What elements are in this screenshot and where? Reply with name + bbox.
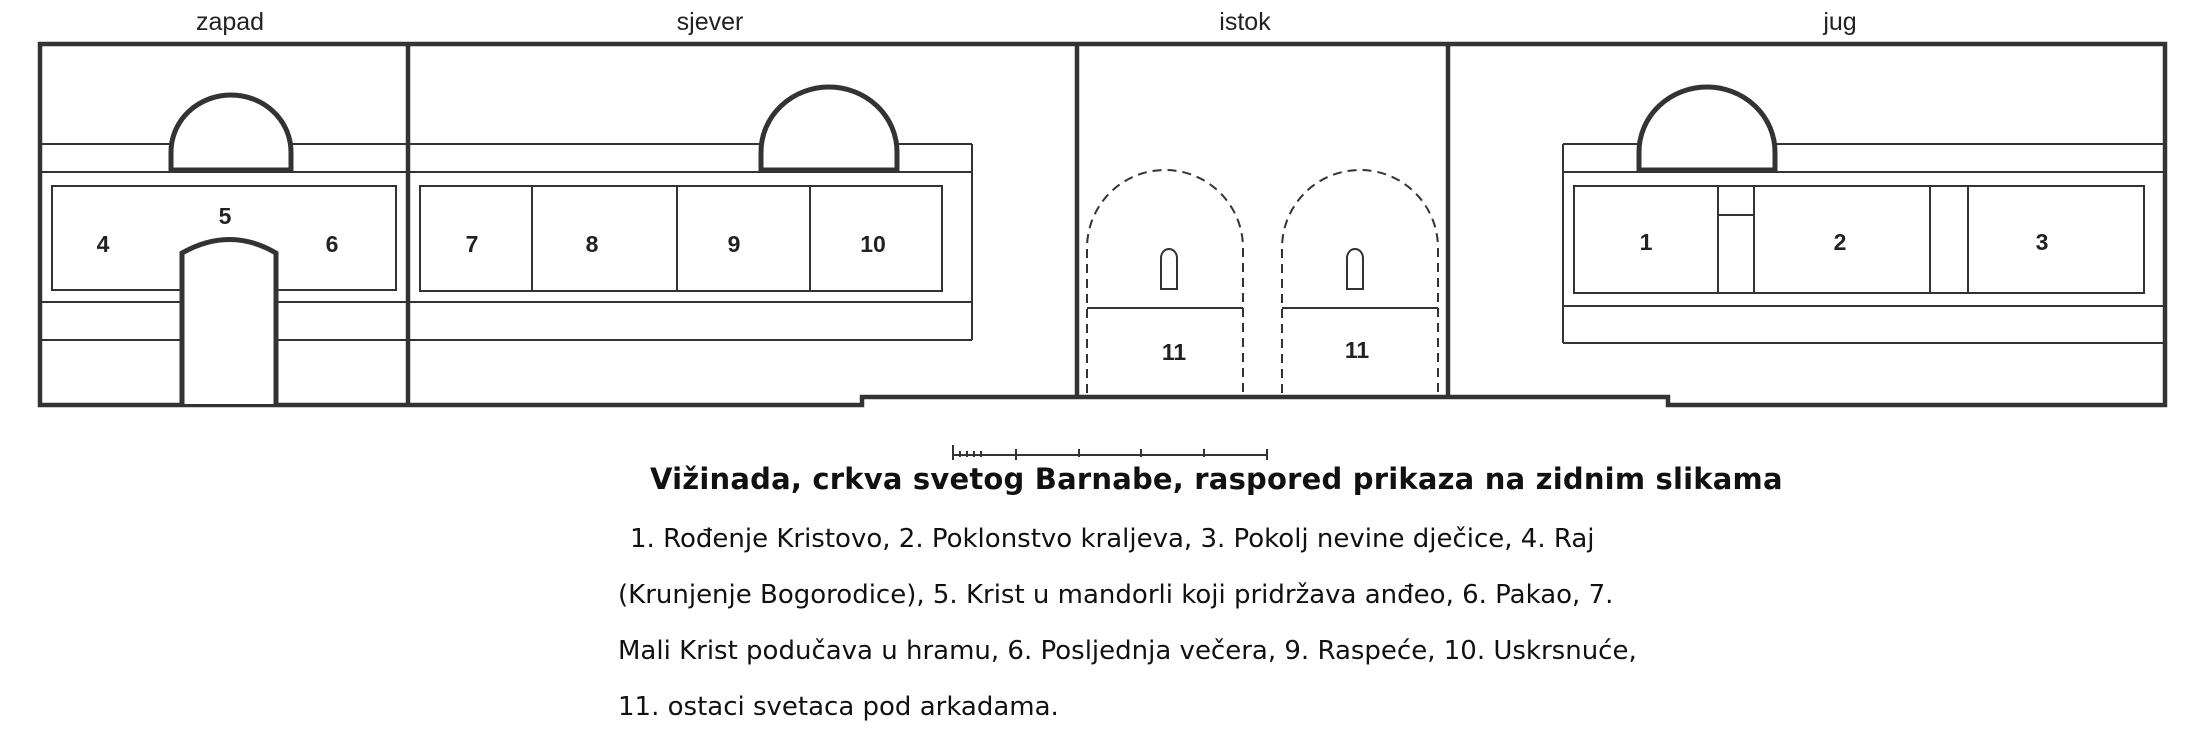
panel-frame-north bbox=[419, 185, 943, 292]
window-slit-left bbox=[1160, 248, 1178, 290]
wall-label-west: zapad bbox=[196, 8, 264, 36]
panel-number-1: 1 bbox=[1640, 229, 1653, 255]
panel-number-10: 10 bbox=[860, 231, 886, 257]
scale-bar bbox=[952, 445, 1268, 460]
north-wall: 7 8 9 10 bbox=[408, 84, 973, 341]
panel-number-6: 6 bbox=[326, 231, 339, 257]
wall-label-south: jug bbox=[1822, 8, 1856, 36]
caption-line: 11. ostaci svetaca pod arkadama. bbox=[618, 692, 1059, 722]
window-arch-north bbox=[758, 84, 900, 173]
panel-number-9: 9 bbox=[728, 231, 741, 257]
panel-number-8: 8 bbox=[586, 231, 599, 257]
caption-line: Mali Krist podučava u hramu, 6. Posljedn… bbox=[618, 636, 1637, 666]
wall-label-east: istok bbox=[1219, 8, 1271, 36]
east-wall: 11 11 bbox=[1086, 169, 1439, 393]
panel-number-11-right: 11 bbox=[1345, 337, 1370, 363]
panel-number-3: 3 bbox=[2036, 229, 2049, 255]
caption-line: (Krunjenje Bogorodice), 5. Krist u mando… bbox=[618, 580, 1614, 610]
panel-number-11-left: 11 bbox=[1162, 339, 1187, 365]
panel-number-2: 2 bbox=[1834, 229, 1847, 255]
window-slit-right bbox=[1346, 248, 1364, 290]
south-wall: 1 2 3 bbox=[1562, 84, 2165, 344]
wall-outline bbox=[37, 41, 2168, 408]
window-arch-west bbox=[168, 92, 294, 173]
caption-title: Vižinada, crkva svetog Barnabe, raspored… bbox=[650, 462, 1783, 496]
caption-line: 1. Rođenje Kristovo, 2. Poklonstvo kralj… bbox=[630, 524, 1595, 554]
west-wall: 4 5 6 bbox=[40, 92, 408, 406]
panel-number-5: 5 bbox=[219, 203, 232, 229]
doorway-west bbox=[179, 237, 279, 405]
panel-number-7: 7 bbox=[466, 231, 479, 257]
window-arch-south bbox=[1636, 84, 1778, 173]
panel-number-4: 4 bbox=[97, 231, 110, 257]
wall-label-north: sjever bbox=[677, 8, 744, 36]
panel-frame-south bbox=[1573, 185, 2145, 294]
